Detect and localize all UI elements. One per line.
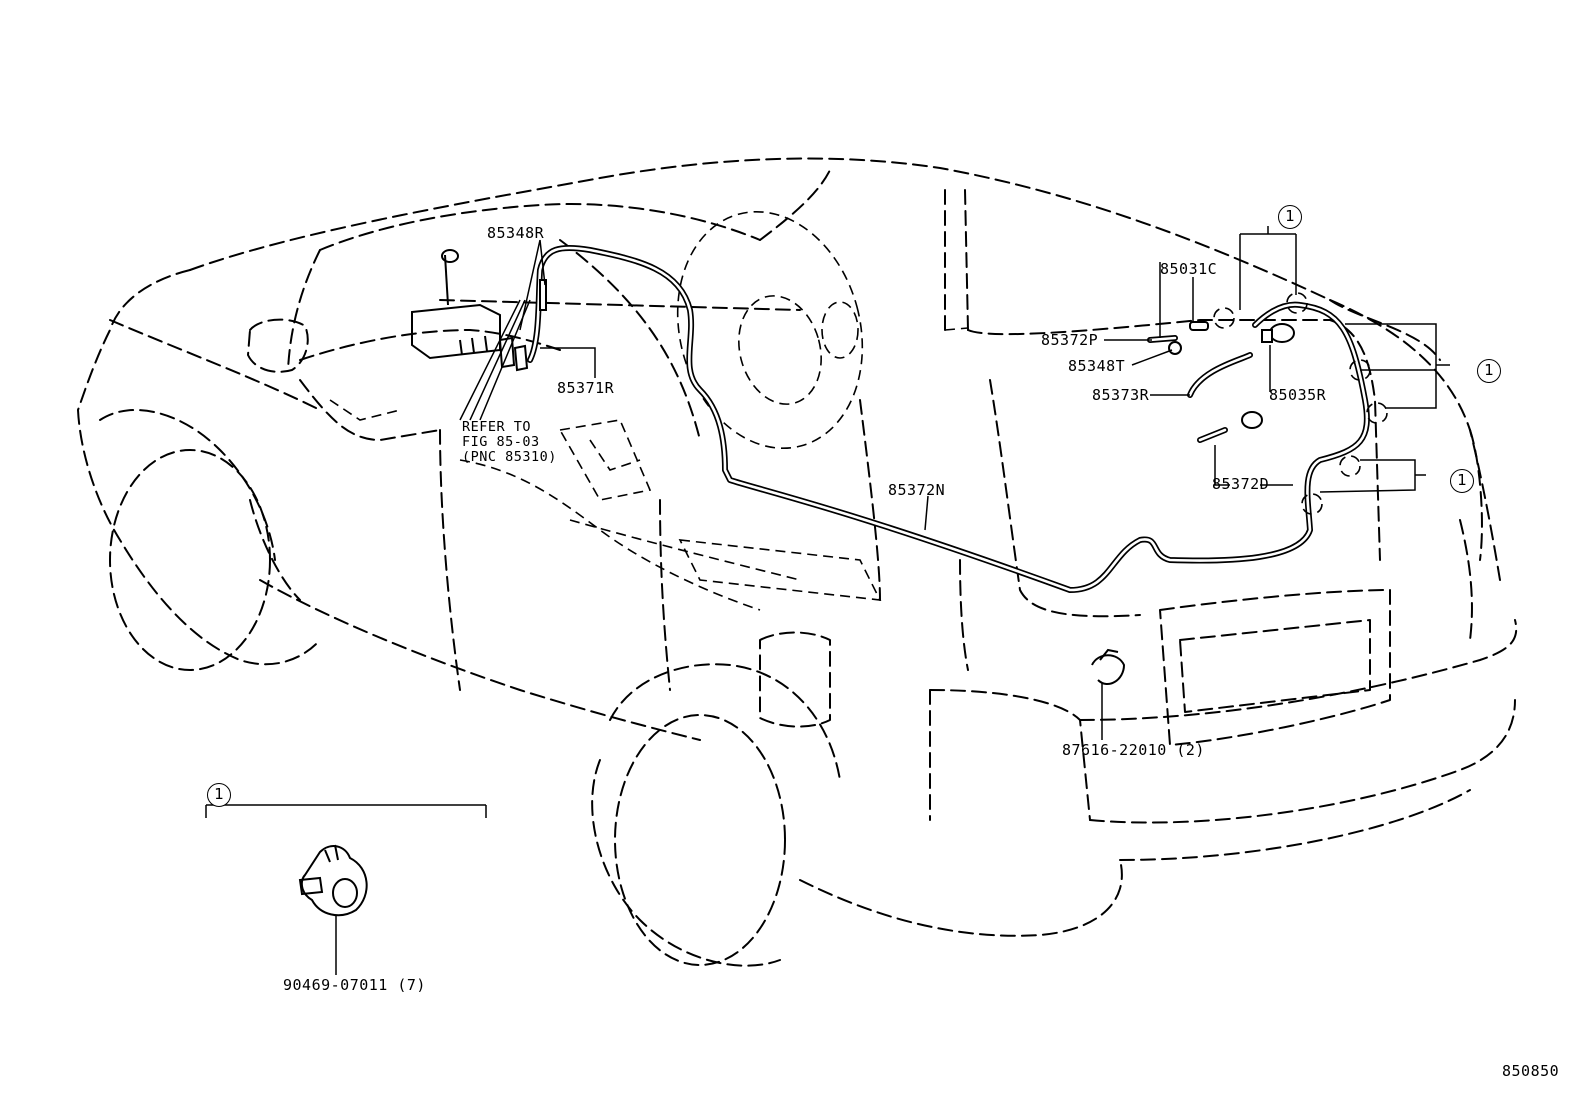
- part-label-85348T: 85348T: [1068, 357, 1126, 375]
- part-label-87616-22010: 87616-22010 (2): [1062, 741, 1205, 759]
- callout-marker-top: 1: [1278, 205, 1302, 229]
- part-label-85372N: 85372N: [888, 481, 946, 499]
- part-label-85348R: 85348R: [487, 224, 545, 242]
- rear-washer-components: [513, 279, 1295, 429]
- part-label-85371R: 85371R: [557, 379, 615, 397]
- part-label-85372D: 85372D: [1212, 475, 1270, 493]
- callout-marker-right: 1: [1477, 359, 1501, 383]
- callout-marker-inset: 1: [207, 783, 231, 807]
- part-label-85035R: 85035R: [1269, 386, 1327, 404]
- figure-number: 850850: [1502, 1062, 1560, 1080]
- washer-tank-assembly: [411, 249, 516, 369]
- part-label-85031C: 85031C: [1160, 260, 1218, 278]
- callout-marker-right-low: 1: [1450, 469, 1474, 493]
- clamp-90469: [298, 844, 368, 917]
- washer-hose-route: [527, 244, 1370, 593]
- part-label-90469-07011: 90469-07011 (7): [283, 976, 426, 994]
- refer-to-note: REFER TO FIG 85-03 (PNC 85310): [462, 419, 557, 465]
- vehicle-body-outline: [77, 157, 1518, 967]
- part-label-85373R: 85373R: [1092, 386, 1150, 404]
- leader-lines: [205, 226, 1450, 975]
- rear-clip-87616: [1091, 648, 1126, 685]
- part-label-85372P: 85372P: [1041, 331, 1099, 349]
